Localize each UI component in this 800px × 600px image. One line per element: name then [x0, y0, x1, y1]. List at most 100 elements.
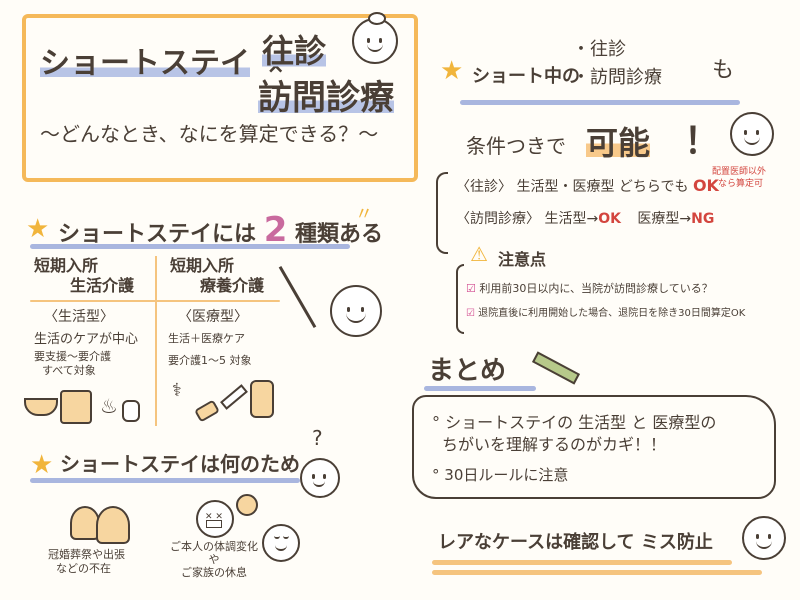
- bowl-icon: [24, 398, 58, 416]
- houmon-med: 医療型→: [637, 211, 692, 227]
- types-column-divider: [155, 256, 157, 426]
- caution-item-1: ☑ 利用前30日以内に、当院が訪問診療している？: [466, 280, 713, 296]
- title-subtitle: 〜どんなとき、なにを算定できる？〜: [40, 122, 379, 146]
- thermometer-bubble-icon: [236, 494, 258, 516]
- pointer-stick: [278, 265, 317, 329]
- pencil-icon: [531, 351, 581, 385]
- iv-bag-icon: [250, 380, 274, 418]
- types-heading: ショートステイには 2 種類ある: [58, 210, 383, 250]
- title-oushin: 往診: [262, 26, 327, 72]
- visit-heading-prefix: ショート中の: [472, 66, 580, 87]
- types-heading-suffix: 種類ある: [295, 222, 384, 247]
- purpose-underline: [30, 478, 300, 483]
- possible-exclaim: ！: [684, 121, 721, 162]
- life-target: 要支援〜要介護 すべて対象: [34, 350, 111, 378]
- life-target-l2: すべて対象: [42, 364, 96, 377]
- visit-heading-items: ・往診 ・訪問診療: [572, 36, 662, 92]
- star-icon: ★: [30, 450, 54, 480]
- houmon-life: 生活型→: [544, 211, 599, 227]
- med-name-l2: 療養介護: [200, 276, 265, 295]
- oushin-row: 〈往診〉 生活型・医療型 どちらでも OK: [456, 176, 719, 196]
- star-icon: ★: [440, 56, 464, 86]
- title-line1: ショートステイ ×: [40, 38, 291, 82]
- oushin-text: 生活型・医療型 どちらでも: [516, 179, 689, 195]
- med-name-l1: 短期入所: [170, 256, 235, 275]
- medicine-icon: [193, 399, 221, 423]
- smile-face-icon: [730, 112, 774, 156]
- houmon-label: 〈訪問診療〉: [456, 211, 540, 227]
- bath-icon: ♨: [100, 394, 118, 418]
- visit-heading-suffix: も: [712, 58, 735, 83]
- summary-point-1-l2: ちがいを理解するのがカギ！！: [442, 435, 667, 454]
- happy-face-icon: [742, 516, 786, 560]
- purpose-right-text: ご本人の体調変化 や ご家族の休息: [170, 540, 258, 579]
- title-frame: [22, 14, 418, 182]
- caution-item-2: ☑ 退院直後に利用開始した場合、退院日を除き30日間算定OK: [466, 304, 745, 319]
- stethoscope-icon: ⚕: [172, 380, 182, 401]
- summary-underline: [424, 386, 536, 391]
- summary-point-2: ° 30日ルールに注意: [432, 466, 569, 484]
- oushin-note: 配置医師以外 なら算定可: [712, 166, 766, 190]
- types-heading-prefix: ショートステイには: [58, 222, 257, 247]
- summary-point-1-l1: ショートステイの 生活型 と 医療型の: [445, 413, 717, 432]
- visit-underline: [460, 100, 740, 105]
- possible-prefix: 条件つきで: [466, 134, 566, 158]
- flowers-icon: [96, 506, 130, 544]
- med-desc: 生活＋医療ケア: [168, 332, 245, 345]
- caution-item-2-text: 退院直後に利用開始した場合、退院日を除き30日間算定OK: [478, 308, 746, 319]
- character-face-icon: [330, 285, 382, 337]
- thinking-face-icon: [300, 458, 340, 498]
- summary-heading: まとめ: [428, 356, 507, 386]
- life-target-l1: 要支援〜要介護: [34, 350, 111, 363]
- question-icon: ?: [312, 426, 323, 450]
- types-underline: [30, 244, 350, 249]
- types-heading-num: 2: [263, 210, 288, 250]
- caution-item-1-text: 利用前30日以内に、当院が訪問診療している？: [479, 282, 713, 295]
- warning-icon: ⚠: [470, 242, 488, 266]
- summary-box: [412, 395, 776, 499]
- life-name: 短期入所 生活介護: [34, 256, 134, 296]
- closing-underline-1: [432, 560, 732, 565]
- oushin-ok: OK: [692, 176, 719, 195]
- bouquet-icon: [70, 506, 100, 540]
- life-name-l2: 生活介護: [70, 276, 135, 295]
- visit-item-oushin: ・往診: [572, 39, 626, 60]
- star-icon: ★: [26, 214, 50, 244]
- purpose-left-text: 冠婚葬祭や出張 などの不在: [48, 548, 125, 576]
- purpose-right-l1: ご本人の体調変化: [170, 540, 258, 553]
- life-desc: 生活のケアが中心: [34, 332, 139, 347]
- caution-bracket: [456, 264, 464, 334]
- visit-item-houmon: ・訪問診療: [572, 67, 662, 88]
- med-name: 短期入所 療養介護: [170, 256, 264, 296]
- sparkle-icon: 〃: [355, 204, 373, 225]
- clothes-icon: [60, 390, 92, 424]
- life-type: 〈生活型〉: [44, 309, 114, 325]
- med-type: 〈医療型〉: [178, 309, 248, 325]
- purpose-right-l3: ご家族の休息: [181, 566, 247, 579]
- summary-point-2-text: 30日ルールに注意: [444, 466, 569, 484]
- oushin-note-l1: 配置医師以外: [712, 167, 767, 177]
- possible-text: 可能: [586, 118, 651, 164]
- purpose-right-l2: や: [208, 553, 220, 566]
- houmon-ok: OK: [598, 211, 621, 227]
- houmon-row: 〈訪問診療〉 生活型→OK 医療型→NG: [456, 208, 714, 228]
- oushin-note-l2: なら算定可: [718, 179, 764, 189]
- checkbox-icon: ☑: [466, 308, 475, 319]
- title-shortstay: ショートステイ: [40, 46, 250, 81]
- oushin-label: 〈往診〉: [456, 179, 512, 195]
- houmon-ng: NG: [691, 211, 715, 227]
- caution-heading: 注意点: [498, 250, 547, 269]
- summary-closing: レアなケースは確認して ミス防止: [438, 532, 713, 553]
- purpose-left-l1: 冠婚葬祭や出張: [48, 548, 125, 561]
- closing-underline-2: [432, 570, 762, 575]
- med-target: 要介護1〜5 対象: [168, 354, 252, 367]
- bracket-line: [436, 172, 448, 254]
- summary-point-1: ° ショートステイの 生活型 と 医療型の ちがいを理解するのがカギ！！: [432, 413, 717, 454]
- purpose-left-l2: などの不在: [56, 562, 111, 575]
- checkbox-icon: ☑: [466, 282, 476, 295]
- title-houmon: 訪問診療: [258, 70, 394, 119]
- sick-face-icon: ✕ ✕: [196, 500, 234, 538]
- toilet-icon: [122, 400, 140, 422]
- syringe-icon: [220, 384, 248, 410]
- purpose-heading: ショートステイは何のため: [60, 452, 300, 476]
